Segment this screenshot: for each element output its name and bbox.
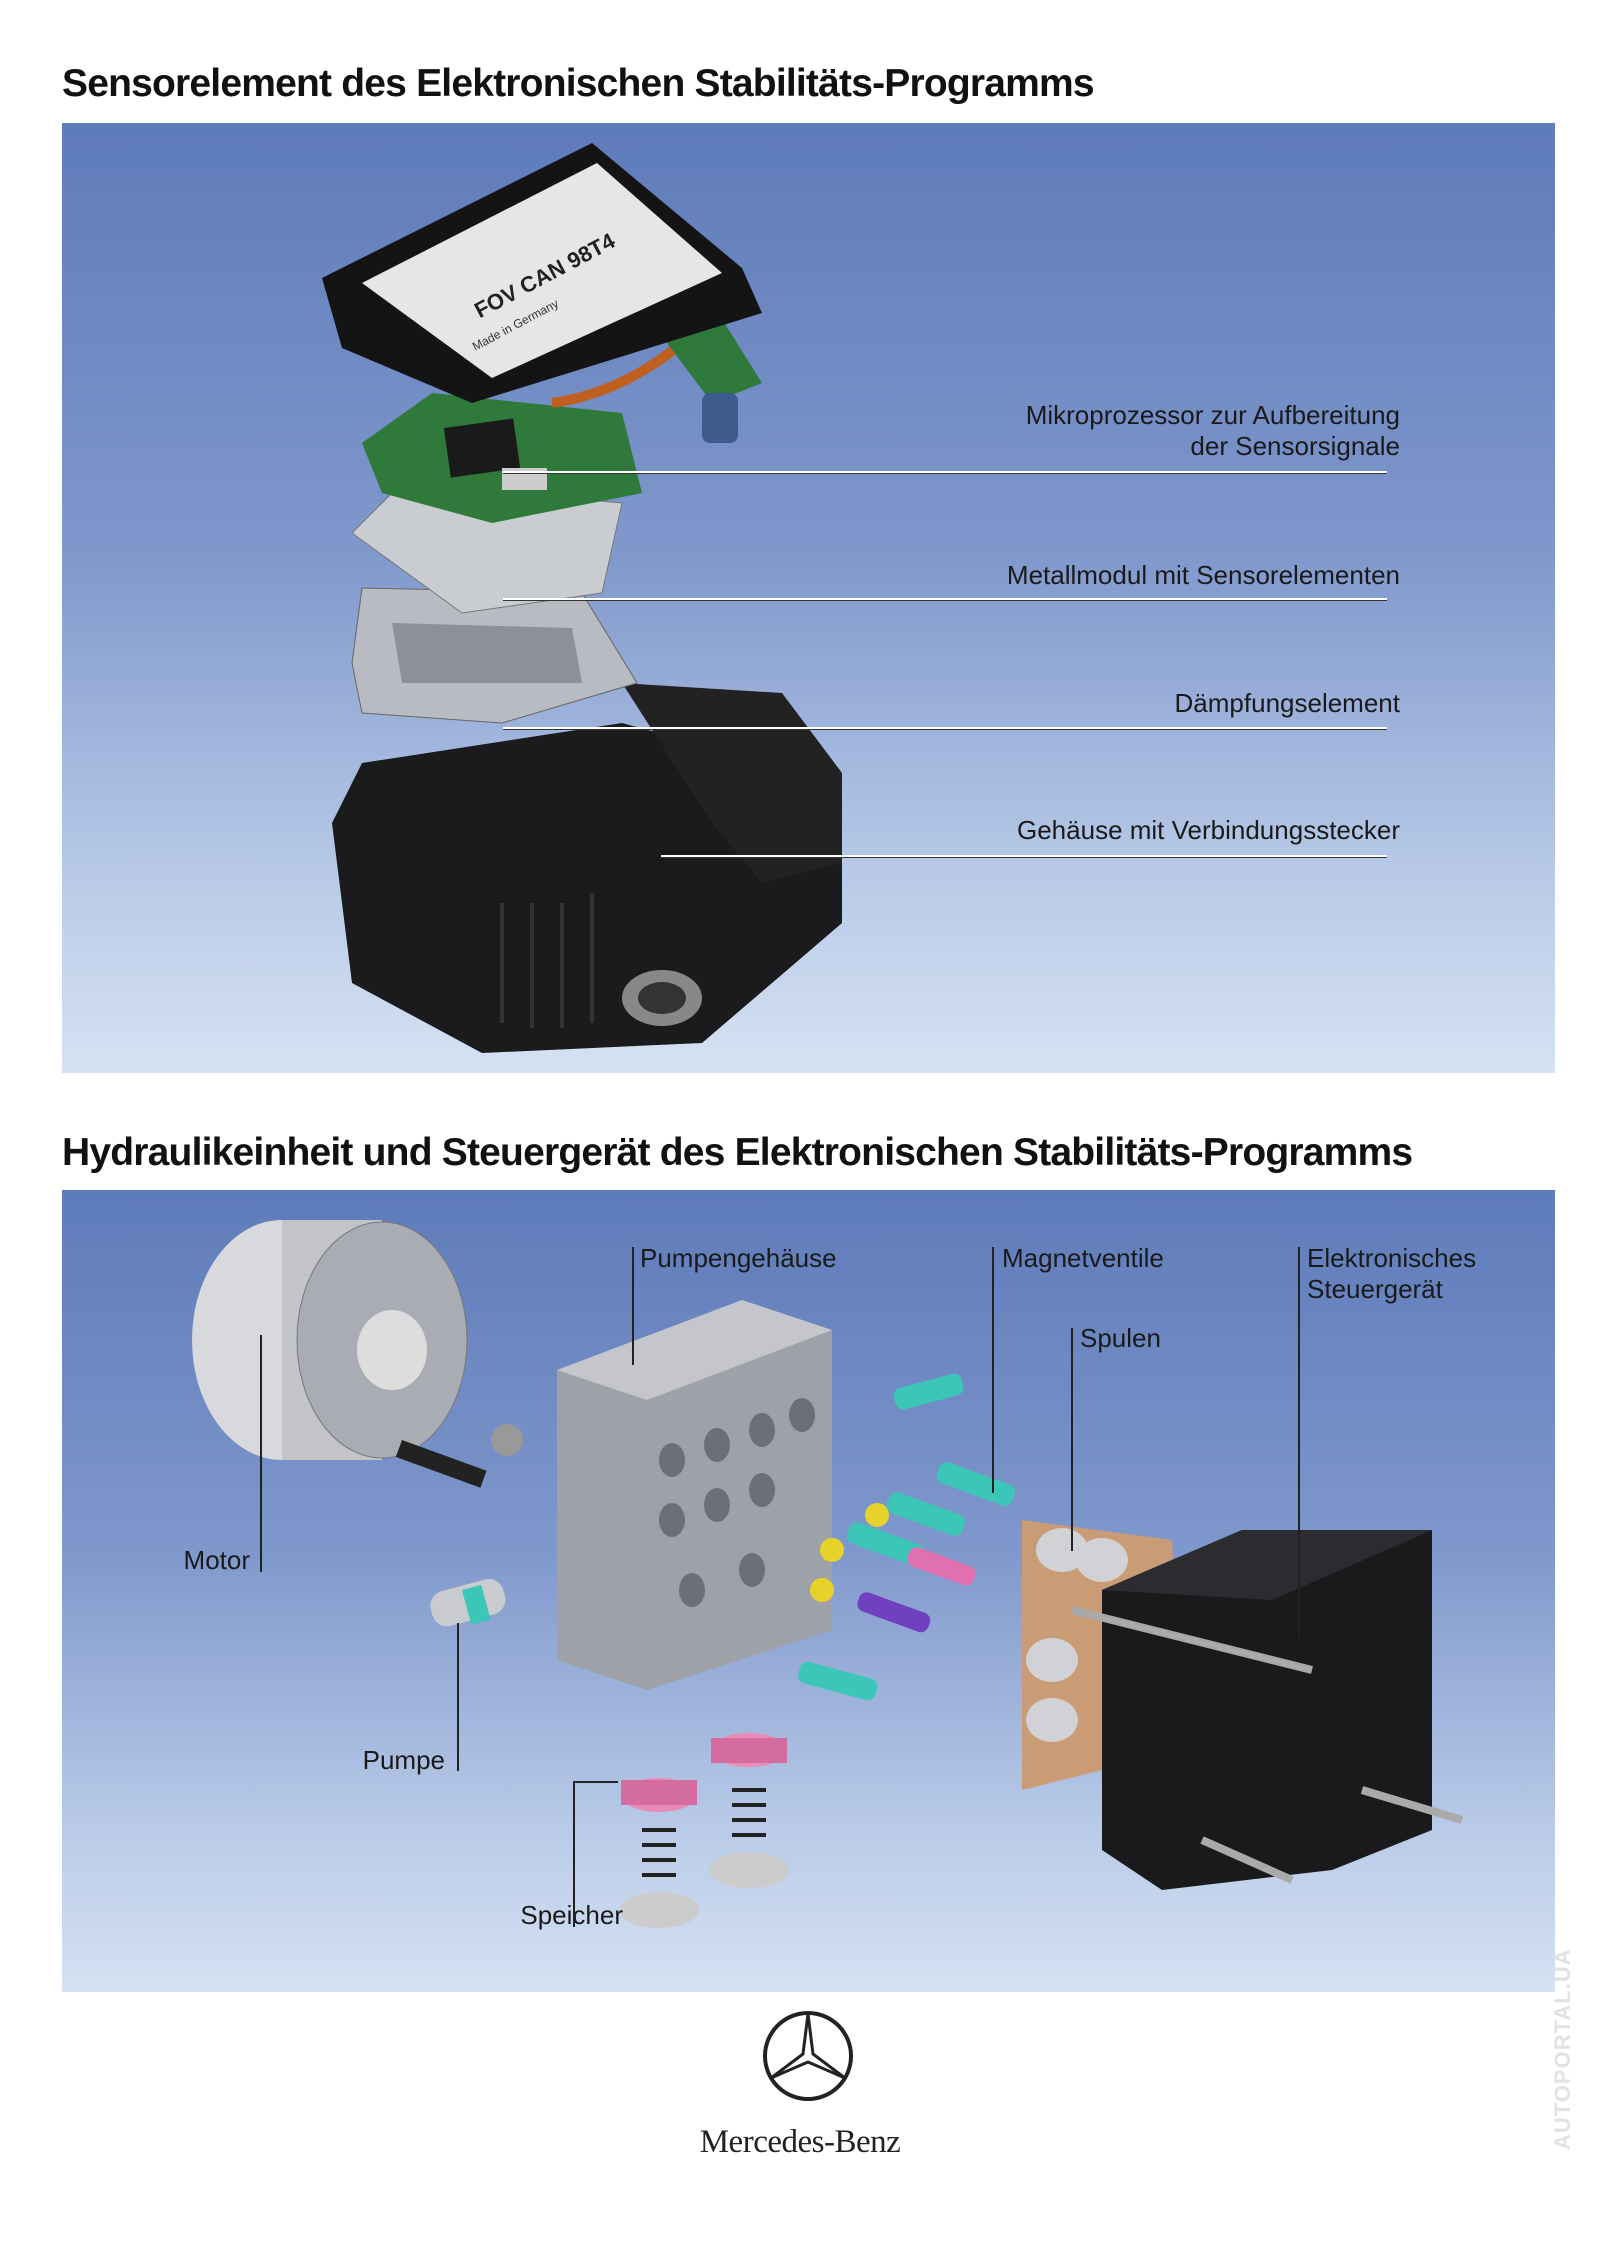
leader-line — [573, 1781, 618, 1783]
label-line: Steuergerät — [1307, 1274, 1443, 1304]
sensor-illustration-panel: FOV CAN 98T4 Made in Germany Mikroprozes… — [62, 123, 1555, 1073]
label-line: der Sensorsignale — [1190, 431, 1400, 461]
label-daempfungselement: Dämpfungselement — [1174, 688, 1400, 718]
label-magnetventile: Magnetventile — [1002, 1243, 1164, 1273]
label-mikroprozessor: Mikroprozessor zur Aufbereitung der Sens… — [1026, 400, 1400, 462]
leader-line — [503, 471, 1387, 473]
leader-line — [503, 598, 1387, 600]
leader-line — [1071, 1328, 1073, 1551]
label-steuergeraet: Elektronisches Steuergerät — [1307, 1243, 1476, 1305]
leader-line — [1298, 1247, 1300, 1637]
label-metallmodul: Metallmodul mit Sensorelementen — [1006, 560, 1400, 590]
leader-line — [632, 1247, 634, 1365]
section2-title: Hydraulikeinheit und Steuergerät des Ele… — [62, 1131, 1413, 1174]
hydraulic-exploded-illustration — [192, 1220, 1464, 1928]
label-gehaeuse: Gehäuse mit Verbindungsstecker — [1017, 815, 1400, 845]
brand-name: Mercedes-Benz — [699, 2124, 901, 2160]
leader-line — [260, 1335, 262, 1572]
leader-line — [992, 1247, 994, 1493]
label-line: Elektronisches — [1307, 1243, 1477, 1273]
label-pumpengehaeuse: Pumpengehäuse — [640, 1243, 837, 1273]
label-motor: Motor — [183, 1545, 250, 1575]
leader-line — [503, 727, 1387, 729]
label-spulen: Spulen — [1080, 1323, 1161, 1353]
label-speicher: Speicher — [520, 1900, 623, 1930]
mercedes-star-logo — [763, 2011, 853, 2101]
section1-title: Sensorelement des Elektronischen Stabili… — [62, 62, 1095, 105]
hydraulic-illustration-panel: Pumpengehäuse Magnetventile Elektronisch… — [62, 1190, 1555, 1992]
leader-line — [661, 855, 1387, 857]
label-line: Mikroprozessor zur Aufbereitung — [1025, 400, 1400, 430]
watermark-text: AUTOPORTAL.UA — [1550, 1948, 1575, 2150]
label-pumpe: Pumpe — [362, 1745, 445, 1775]
sensor-exploded-illustration: FOV CAN 98T4 Made in Germany — [322, 143, 842, 1053]
leader-line — [457, 1623, 459, 1771]
leader-line — [573, 1781, 575, 1927]
